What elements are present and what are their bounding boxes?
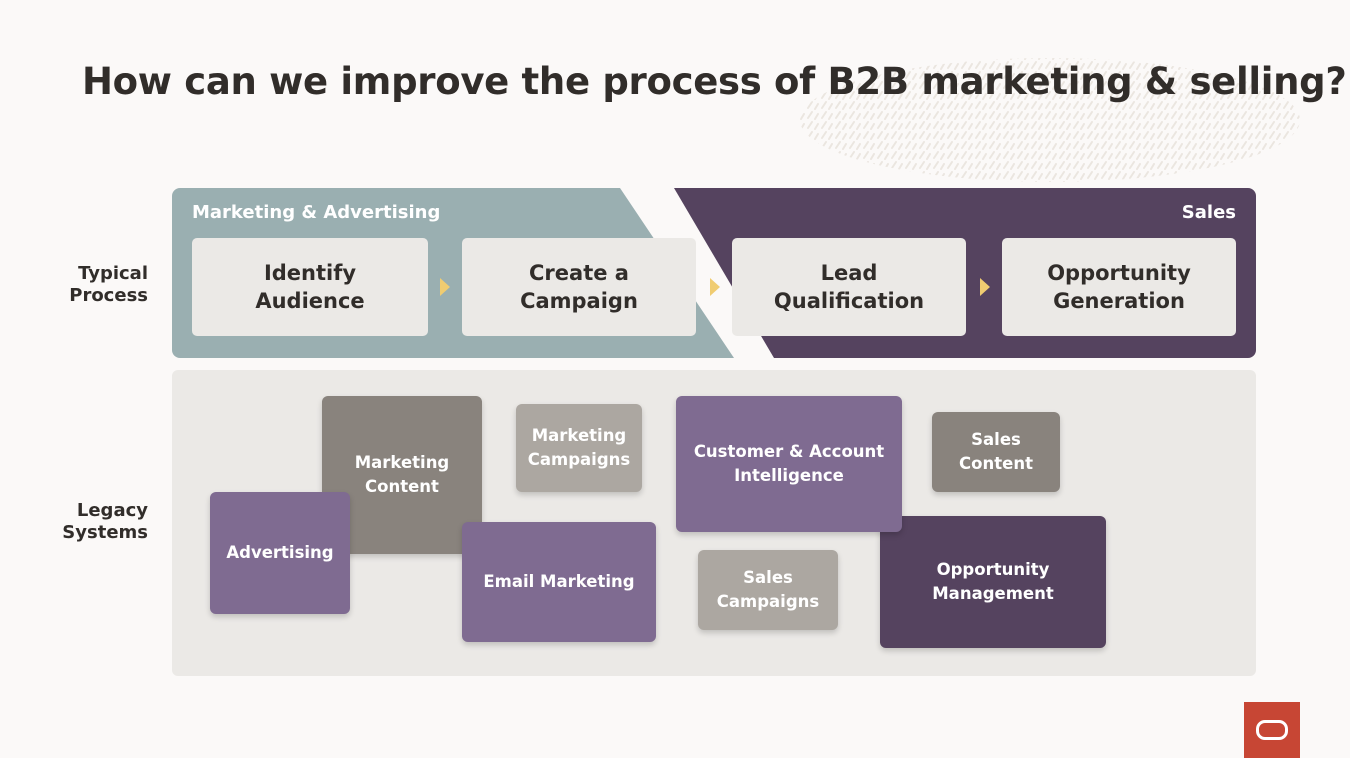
page-title: How can we improve the process of B2B ma… (82, 60, 1347, 103)
decorative-pattern-icon (800, 58, 1300, 182)
system-email-marketing: Email Marketing (462, 522, 656, 642)
phase-sales: Sales (1181, 202, 1236, 223)
step-arrow-icon (440, 278, 450, 296)
phase-marketing-advertising: Marketing & Advertising (192, 202, 441, 223)
system-advertising: Advertising (210, 492, 350, 614)
step-arrow-icon (710, 278, 720, 296)
oracle-logo-icon (1244, 702, 1300, 758)
step-arrow-icon (980, 278, 990, 296)
